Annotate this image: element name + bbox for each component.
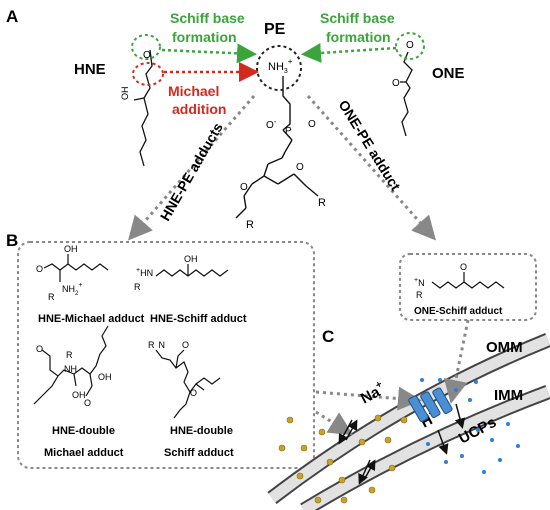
blue-dots xyxy=(420,378,520,474)
hne-label: HNE xyxy=(74,61,106,78)
hne-double-michael-oh1: OH xyxy=(72,390,86,400)
hne-michael-r: R xyxy=(48,292,55,302)
one-carbonyl-o1: O xyxy=(406,40,414,51)
pe-backbone xyxy=(235,76,319,219)
hne-schiff-name: HNE-Schiff adduct xyxy=(150,313,247,325)
one-schiff-label-1: Schiff base xyxy=(320,10,395,26)
panel-label-b: B xyxy=(6,231,18,250)
hne-michael-o: O xyxy=(36,264,43,274)
hne-double-schiff-structure xyxy=(155,349,221,419)
one-schiff-label-2: formation xyxy=(326,29,391,45)
pe-phosphate-p: P xyxy=(285,126,292,137)
hne-pe-branch-label: HNE-PE adducts xyxy=(157,120,226,224)
one-pe-branch-label: ONE-PE adduct xyxy=(335,97,404,194)
hne-double-michael-o1: O xyxy=(36,344,43,354)
one-schiff-arrow xyxy=(301,43,397,63)
pe-r-left: R xyxy=(246,219,254,231)
hne-michael-name: HNE-Michael adduct xyxy=(38,313,145,325)
one-schiff-n: +N xyxy=(414,277,425,288)
hne-michael-label-2: addition xyxy=(172,101,226,117)
hne-double-michael-name-1: HNE-double xyxy=(52,425,115,437)
one-schiff-o: O xyxy=(460,262,467,272)
one-schiff-name: ONE-Schiff adduct xyxy=(414,306,503,317)
panel-label-c: C xyxy=(322,327,334,346)
hne-schiff-r: R xyxy=(134,282,141,292)
hne-carbonyl-o: O xyxy=(143,50,151,61)
hne-michael-label-1: Michael xyxy=(168,83,219,99)
hne-schiff-arrow xyxy=(161,43,257,64)
hne-michael-oh: OH xyxy=(64,244,78,254)
one-schiff-r: R xyxy=(416,290,423,300)
hne-double-michael-o2: O xyxy=(84,398,91,408)
hne-double-michael-oh2: OH xyxy=(98,372,112,382)
pe-o-minus: O- xyxy=(266,117,277,131)
adducts-to-membrane-arrow-1 xyxy=(315,386,422,411)
omm-label: OMM xyxy=(486,339,523,356)
one-label: ONE xyxy=(432,65,465,82)
hne-schiff-structure xyxy=(155,264,229,277)
hne-pe-branch-arrow xyxy=(128,95,256,241)
hne-double-schiff-o2: O xyxy=(190,388,197,398)
hne-double-schiff-name-1: HNE-double xyxy=(170,425,233,437)
hne-carbonyl-circle xyxy=(131,34,161,60)
pe-ester-o-left: O xyxy=(240,182,248,193)
hne-schiff-oh: OH xyxy=(184,254,198,264)
imm-label: IMM xyxy=(494,387,523,404)
pe-phosphate-o: O xyxy=(308,119,316,130)
na-ion-label: Na+ xyxy=(357,379,388,408)
inner-mitochondrial-membrane xyxy=(300,384,550,510)
hne-double-schiff-o1: O xyxy=(182,340,189,350)
hne-oh: OH xyxy=(120,87,130,101)
hne-double-schiff-name-2: Schiff adduct xyxy=(164,447,234,459)
one-carbonyl-circle xyxy=(395,32,425,60)
hne-structure xyxy=(133,49,153,167)
pe-ester-o-right: O xyxy=(296,162,304,173)
gold-dots xyxy=(278,414,408,504)
one-carbonyl-o2: O xyxy=(392,78,400,89)
one-structure xyxy=(400,51,413,137)
one-schiff-structure xyxy=(431,272,505,289)
pe-r-right: R xyxy=(318,197,326,209)
hne-adducts-box xyxy=(17,241,315,469)
hne-double-michael-r: R xyxy=(66,350,73,360)
pe-nh3: NH3+ xyxy=(268,57,293,75)
hne-double-bond-circle xyxy=(132,62,164,86)
hne-schiff-label-1: Schiff base xyxy=(170,10,245,26)
hne-schiff-hn: +HN xyxy=(136,267,153,278)
hne-double-michael-name-2: Michael adduct xyxy=(44,447,124,459)
outer-mitochondrial-membrane xyxy=(267,333,550,504)
panel-label-a: A xyxy=(6,7,18,26)
pe-label: PE xyxy=(264,21,286,38)
transport-arrows xyxy=(338,403,466,485)
hne-michael-nh2: NH2+ xyxy=(62,282,82,297)
hne-double-michael-nh: NH xyxy=(64,364,77,374)
ucp-protein xyxy=(408,387,453,423)
hne-schiff-label-2: formation xyxy=(172,29,237,45)
hne-double-michael-structure xyxy=(33,325,109,405)
hne-michael-structure xyxy=(43,254,109,282)
one-pe-branch-arrow xyxy=(306,95,436,241)
